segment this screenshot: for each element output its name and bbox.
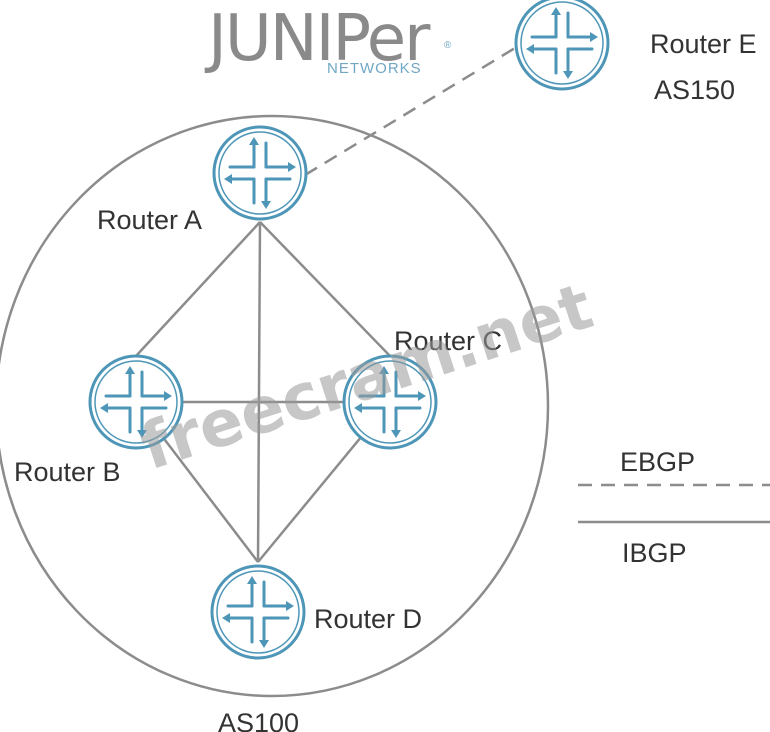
- router-b-label: Router B: [14, 457, 121, 487]
- router-d-label: Router D: [314, 604, 422, 634]
- ebgp-link-a-e: [304, 43, 521, 177]
- ibgp-links: [135, 221, 391, 563]
- link-a-b: [135, 221, 261, 357]
- router-e-icon: [514, 0, 610, 91]
- router-d-icon: [210, 564, 306, 660]
- legend-ebgp-label: EBGP: [620, 447, 695, 477]
- router-c-label: Router C: [394, 326, 502, 356]
- link-a-d: [256, 221, 262, 563]
- watermark: freecram.net: [132, 270, 601, 485]
- logo-subtitle: NETWORKS: [327, 60, 422, 77]
- logo-registered-mark: ®: [444, 40, 452, 51]
- router-e-label: Router E: [650, 29, 757, 59]
- link-a-c: [259, 221, 391, 357]
- legend-ibgp-label: IBGP: [622, 538, 687, 568]
- logo-wordmark: JUNIPer: [204, 2, 431, 76]
- legend: EBGP IBGP: [578, 447, 770, 568]
- router-a-label: Router A: [97, 205, 202, 235]
- router-a-icon: [212, 125, 308, 221]
- as100-label: AS100: [218, 708, 299, 732]
- juniper-logo: JUNIPer NETWORKS ®: [204, 2, 452, 77]
- as100-boundary: [0, 114, 550, 698]
- as150-label: AS150: [654, 75, 735, 105]
